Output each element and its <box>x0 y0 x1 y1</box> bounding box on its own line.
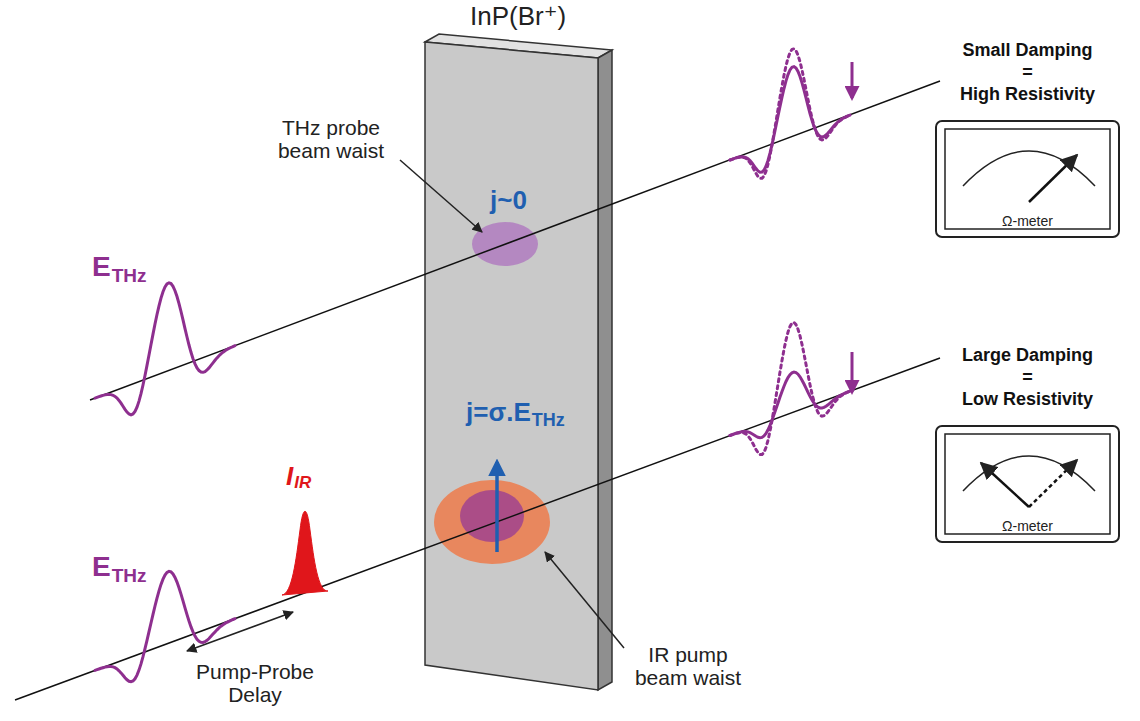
intensity-subscript: IR <box>294 474 311 493</box>
delay-label: Pump-Probe Delay <box>188 660 322 706</box>
meter-label: Ω-meter <box>937 519 1118 534</box>
attenuation-arrow <box>851 62 854 98</box>
attenuation-arrow <box>851 352 854 392</box>
field-symbol: E <box>92 252 111 283</box>
meter-heading: Small Damping = High Resistivity <box>960 40 1095 106</box>
meter-needle <box>981 463 1029 507</box>
field-subscript: THz <box>112 266 147 287</box>
meter-needle <box>1029 460 1077 507</box>
beam-line <box>15 358 940 700</box>
slab-title: InP(Br⁺) <box>470 2 566 31</box>
thz-waveform <box>730 372 850 438</box>
ohm-meter: Small Damping = High ResistivityΩ-meter <box>935 120 1120 238</box>
slab-side <box>598 50 612 690</box>
thz-waveform <box>730 67 850 173</box>
leader-line <box>545 552 624 648</box>
field-subscript: THz <box>532 411 565 431</box>
callout-text: THz probe beam waist <box>265 116 397 162</box>
thz-waveform <box>730 323 850 455</box>
field-symbol: E <box>92 552 111 583</box>
callout-text: IR pump beam waist <box>628 643 748 689</box>
field-subscript: THz <box>112 566 147 587</box>
ir-spot <box>434 480 550 564</box>
current-label: j=σ.E <box>466 398 531 427</box>
ohm-meter: Large Damping = Low ResistivityΩ-meter <box>935 425 1120 543</box>
slab-face <box>425 42 598 690</box>
intensity-symbol: I <box>286 462 293 491</box>
current-label: j~0 <box>490 186 527 215</box>
meter-needle <box>1029 155 1077 202</box>
beam-line <box>90 81 940 400</box>
meter-label: Ω-meter <box>937 214 1118 229</box>
thz-waveform <box>730 49 850 179</box>
leader-line <box>400 160 482 232</box>
ir-pulse <box>282 511 328 595</box>
meter-heading: Large Damping = Low Resistivity <box>962 345 1093 411</box>
delay-arrow <box>187 612 293 651</box>
thz-waveform <box>95 283 235 415</box>
current-arrow <box>495 462 499 552</box>
